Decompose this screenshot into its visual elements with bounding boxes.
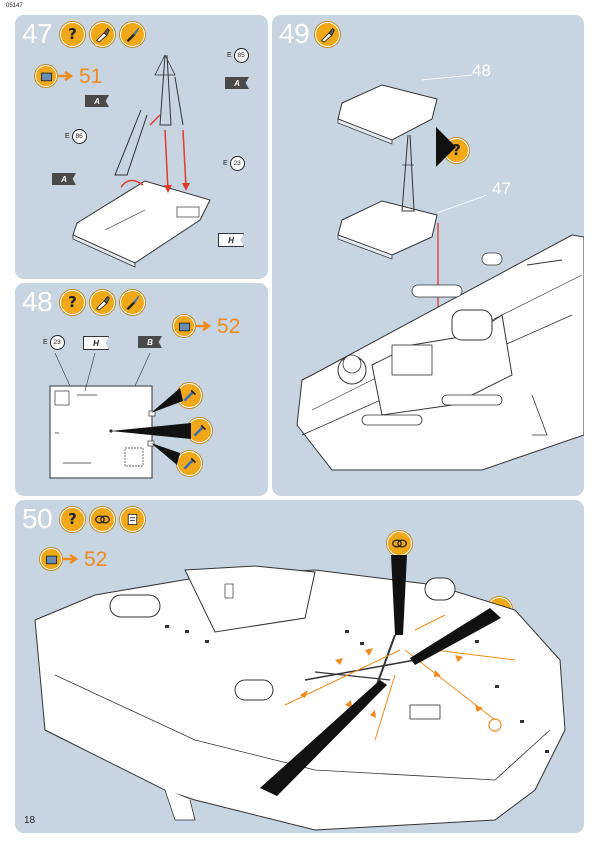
glue-icon bbox=[90, 22, 115, 47]
reference-arrow: 52 bbox=[173, 315, 240, 337]
step-number: 50 bbox=[22, 503, 53, 534]
arrow-right-icon bbox=[57, 71, 74, 81]
flag-A-2: A bbox=[225, 77, 249, 89]
question-icon: ? bbox=[60, 507, 85, 532]
step-49-panel: 49 48 47 ? bbox=[272, 15, 584, 496]
arrow-right-icon bbox=[195, 321, 212, 331]
reference-arrow: 51 bbox=[35, 65, 102, 87]
step-49-drawing bbox=[296, 74, 584, 471]
page-number: 18 bbox=[24, 815, 36, 826]
question-icon: ? bbox=[60, 290, 85, 315]
paint-tool-icon bbox=[177, 451, 202, 476]
rope-icon bbox=[90, 507, 115, 532]
paint-brush-icon bbox=[120, 290, 145, 315]
rope-icon bbox=[387, 531, 412, 556]
flag-A-1: A bbox=[85, 95, 109, 107]
flag-A-3: A bbox=[52, 173, 76, 185]
reference-step-number: 52 bbox=[217, 314, 241, 338]
flag-H: H bbox=[218, 233, 244, 247]
callout-47: 47 bbox=[492, 179, 511, 198]
reference-step-number: 51 bbox=[79, 64, 103, 88]
step-number: 49 bbox=[279, 18, 310, 49]
reference-step-number: 52 bbox=[84, 547, 108, 571]
step-50-panel: 50 ? 52 bbox=[15, 500, 584, 833]
step-number: 47 bbox=[22, 18, 53, 49]
part-box-icon bbox=[35, 65, 57, 87]
paint-brush-icon bbox=[120, 22, 145, 47]
arrow-right-icon bbox=[62, 554, 79, 564]
step-48-drawing bbox=[49, 352, 191, 479]
glue-icon bbox=[315, 22, 340, 47]
decal-icon bbox=[120, 507, 145, 532]
callout-48: 48 bbox=[472, 61, 491, 80]
step-47-drawing bbox=[72, 54, 211, 268]
question-icon: ? bbox=[60, 22, 85, 47]
glue-icon bbox=[90, 290, 115, 315]
step-50-drawing bbox=[34, 555, 566, 831]
step-number: 48 bbox=[22, 286, 53, 317]
part-box-icon bbox=[173, 315, 195, 337]
reference-arrow: 52 bbox=[40, 548, 107, 570]
part-box-icon bbox=[40, 548, 62, 570]
document-code: 05147 bbox=[6, 3, 23, 9]
flag-B: B bbox=[138, 336, 162, 348]
